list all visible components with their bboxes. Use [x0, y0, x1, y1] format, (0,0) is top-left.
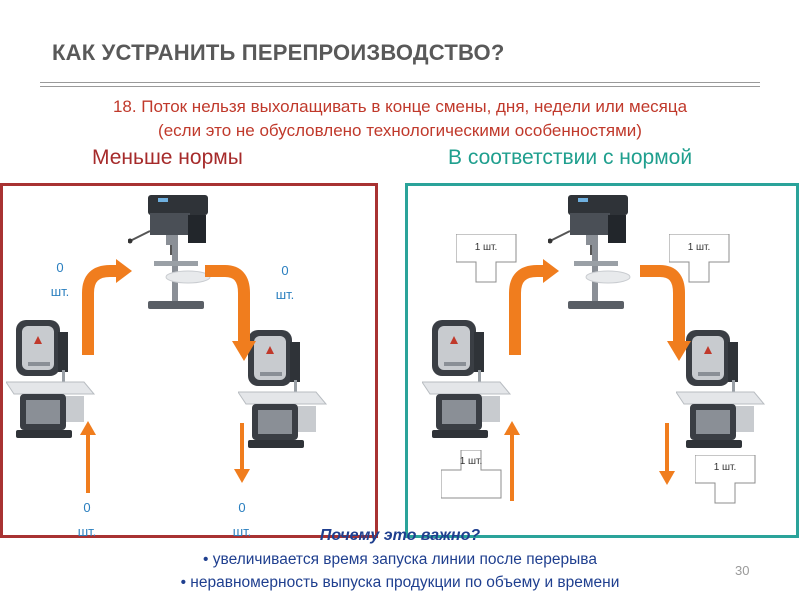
- kanban-label-top-right: 1 шт.: [687, 242, 711, 253]
- bullet-item: • увеличивается время запуска линии посл…: [203, 551, 597, 568]
- qty-top-right: 0 шт.: [270, 259, 300, 307]
- page-number: 30: [735, 563, 750, 578]
- kanban-label-bottom-left: 1 шт.: [459, 456, 483, 467]
- qty-top-left-num: 0: [56, 260, 64, 275]
- qty-bottom-right-num: 0: [238, 500, 246, 515]
- subtitle-line-1: 18. Поток нельзя выхолащивать в конце см…: [112, 97, 688, 116]
- slide-title: КАК УСТРАНИТЬ ПЕРЕПРОИЗВОДСТВО?: [52, 40, 505, 65]
- panel-below-norm: [0, 183, 378, 538]
- subtitle-line-2: (если это не обусловлено технологическим…: [158, 121, 642, 140]
- panel-at-norm: [405, 183, 799, 538]
- right-heading: В соответствии с нормой: [448, 146, 693, 169]
- flow-arrows-left: [80, 259, 256, 493]
- left-heading: Меньше нормы: [92, 146, 243, 169]
- qty-bottom-left: 0 шт.: [72, 496, 102, 544]
- qty-bottom-left-num: 0: [83, 500, 91, 515]
- title-divider-bottom: [40, 86, 760, 87]
- qty-top-right-unit: шт.: [275, 287, 295, 302]
- bullet-item: • неравномерность выпуска продукции по о…: [180, 574, 620, 591]
- qty-top-left: 0 шт.: [45, 256, 75, 304]
- why-heading: Почему это важно?: [319, 527, 481, 544]
- title-divider-top: [40, 82, 760, 83]
- flow-arrows-right: [504, 259, 691, 501]
- kanban-label-top-left: 1 шт.: [474, 242, 498, 253]
- qty-bottom-left-unit: шт.: [77, 524, 97, 539]
- qty-top-left-unit: шт.: [50, 284, 70, 299]
- kanban-label-bottom-right: 1 шт.: [713, 462, 737, 473]
- qty-bottom-right-unit: шт.: [232, 524, 252, 539]
- qty-top-right-num: 0: [281, 263, 289, 278]
- qty-bottom-right: 0 шт.: [227, 496, 257, 544]
